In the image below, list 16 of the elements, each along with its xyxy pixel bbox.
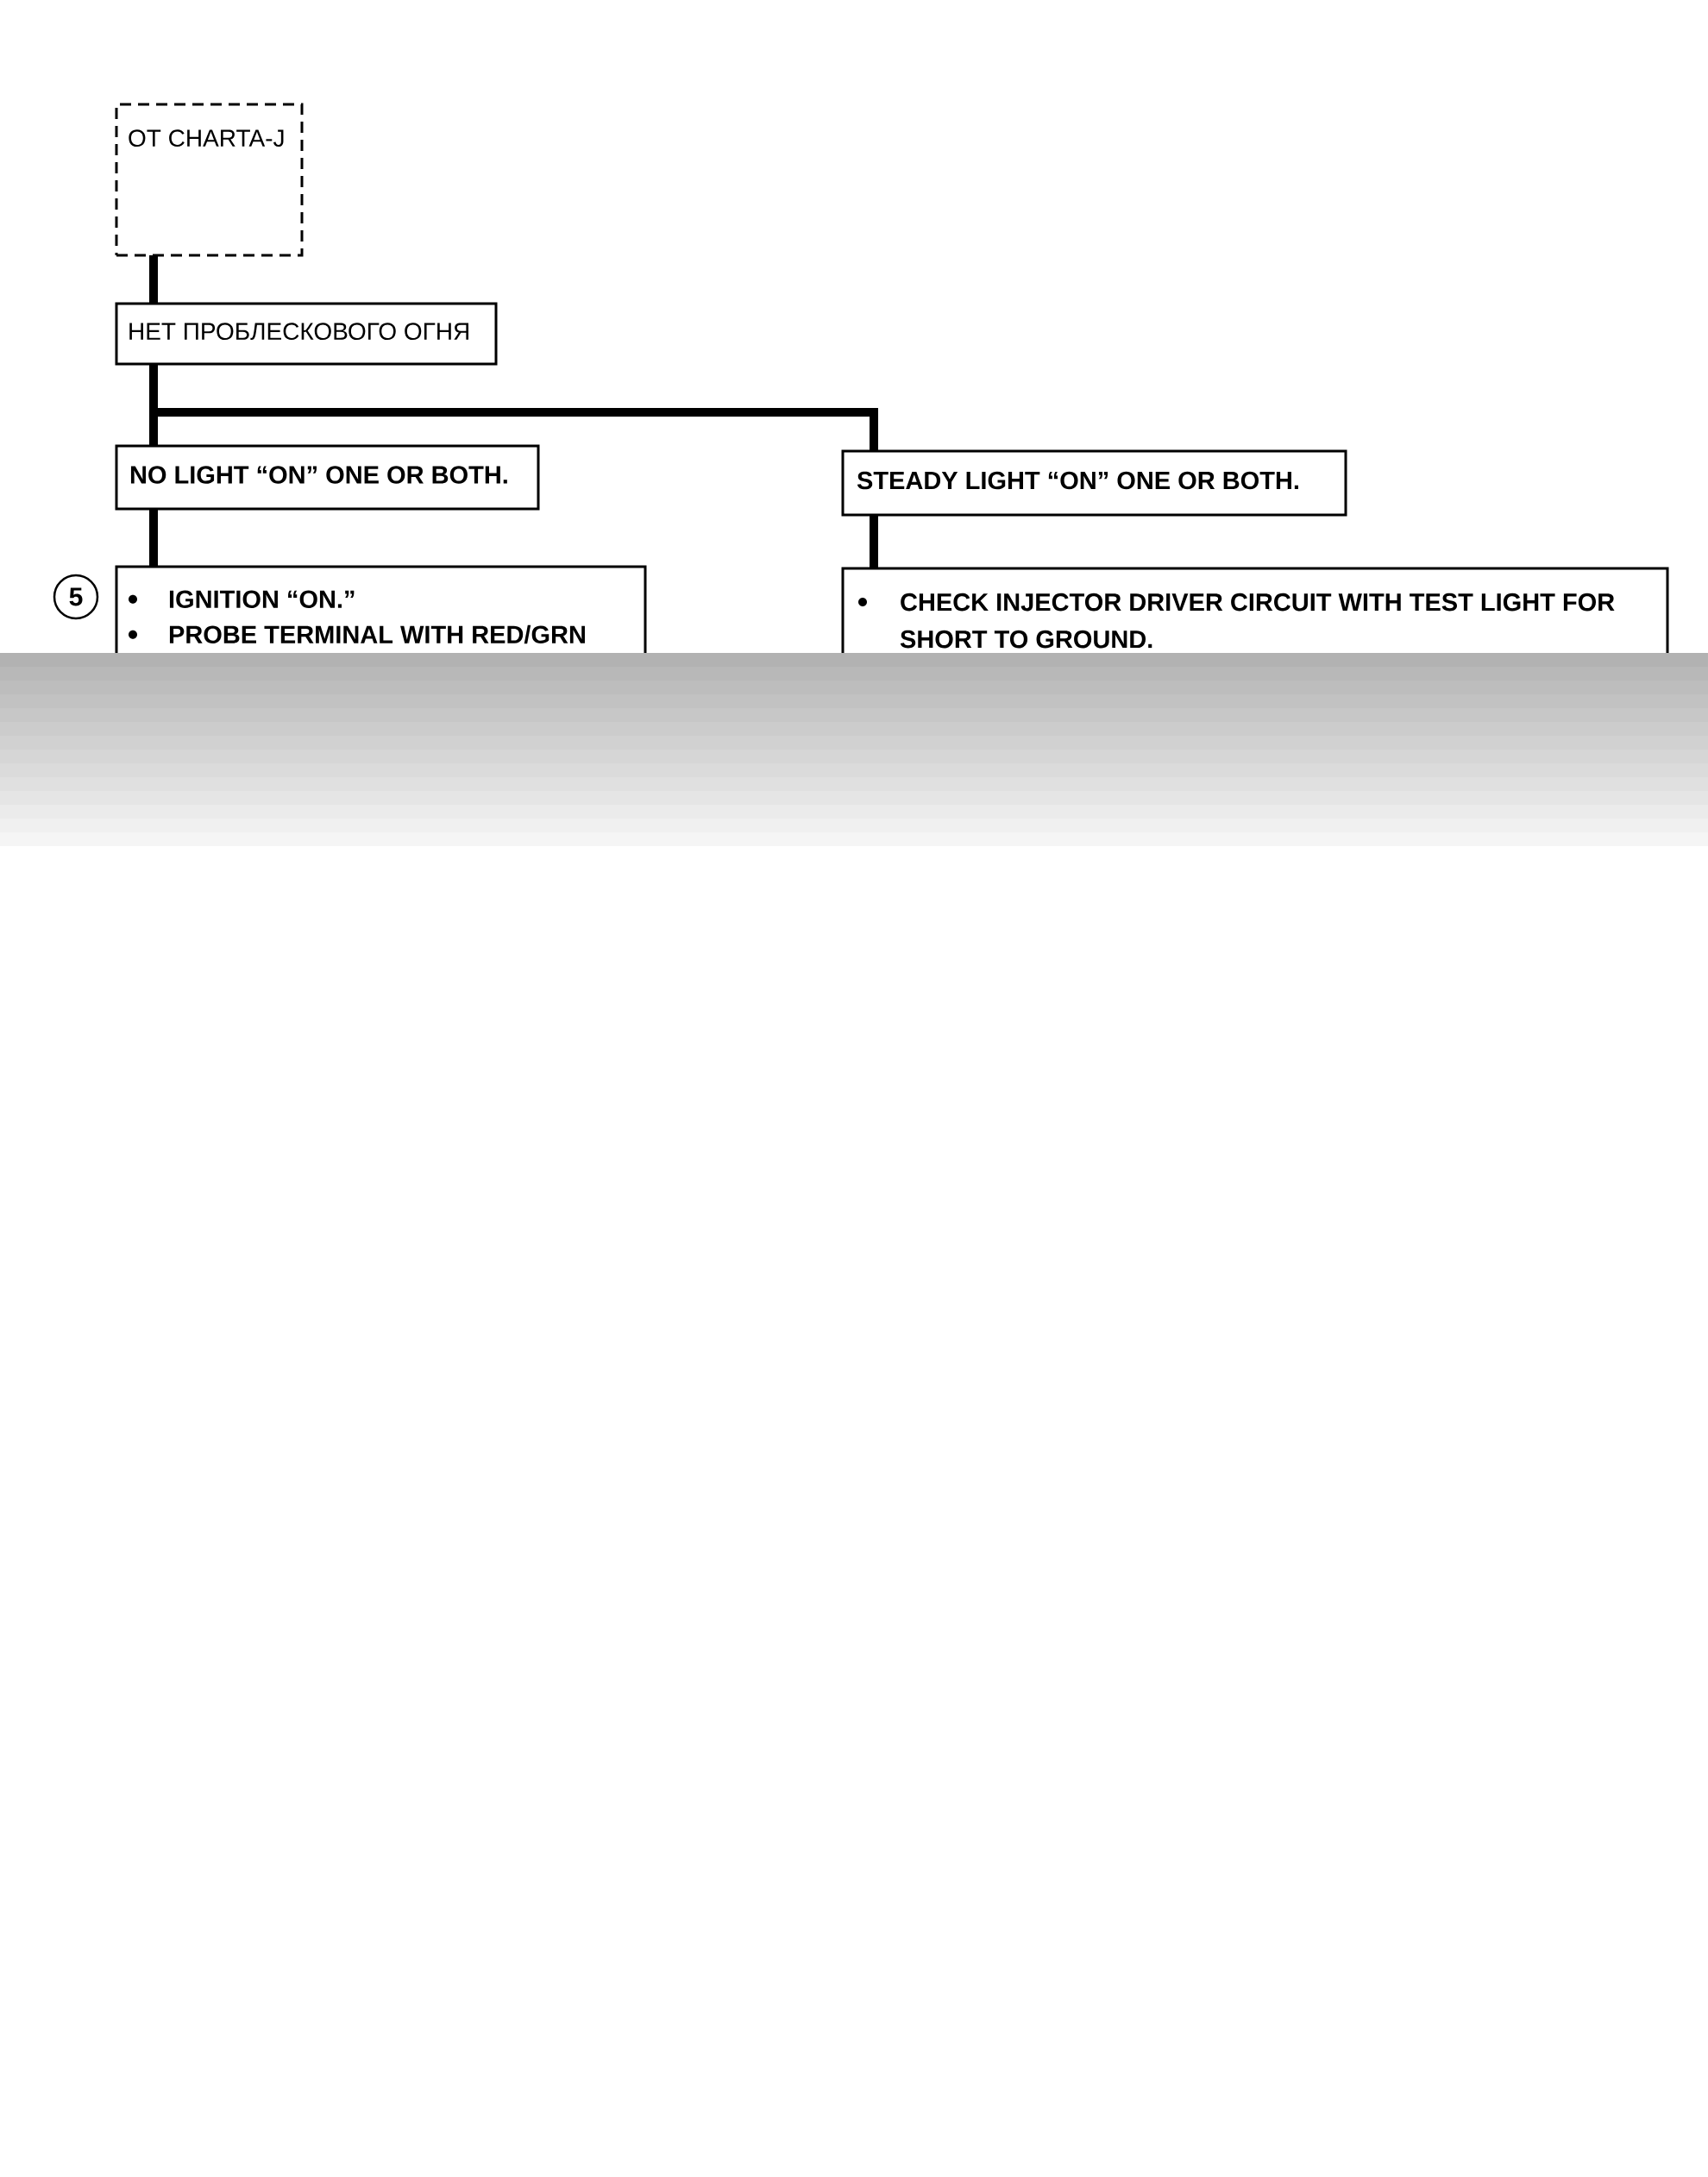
connector-line bbox=[870, 515, 878, 568]
connector-line bbox=[158, 408, 878, 451]
step-number: 5 bbox=[53, 574, 99, 620]
step-box bbox=[841, 567, 1669, 653]
text-box: NO LIGHT “ON” ONE OR BOTH. bbox=[115, 444, 540, 511]
step-box bbox=[115, 565, 647, 653]
connector-line bbox=[149, 364, 158, 412]
connector-line bbox=[149, 509, 158, 567]
text-box: НЕТ ПРОБЛЕСКОВОГО ОГНЯ bbox=[115, 302, 498, 366]
text-box: STEADY LIGHT “ON” ONE OR BOTH. bbox=[841, 449, 1347, 517]
connector-line bbox=[149, 412, 158, 446]
connector-line bbox=[149, 255, 158, 304]
dashed-box: ОТ CHARTA-J bbox=[115, 103, 304, 257]
list-item: IGNITION “ON.” bbox=[169, 590, 355, 608]
list-item: CHECK INJECTOR DRIVER CIRCUIT WITH TEST LIGHT FOR SHORT TO GROUND. bbox=[900, 593, 1615, 649]
list-item: PROBE TERMINAL WITH RED/GRN bbox=[169, 624, 585, 644]
